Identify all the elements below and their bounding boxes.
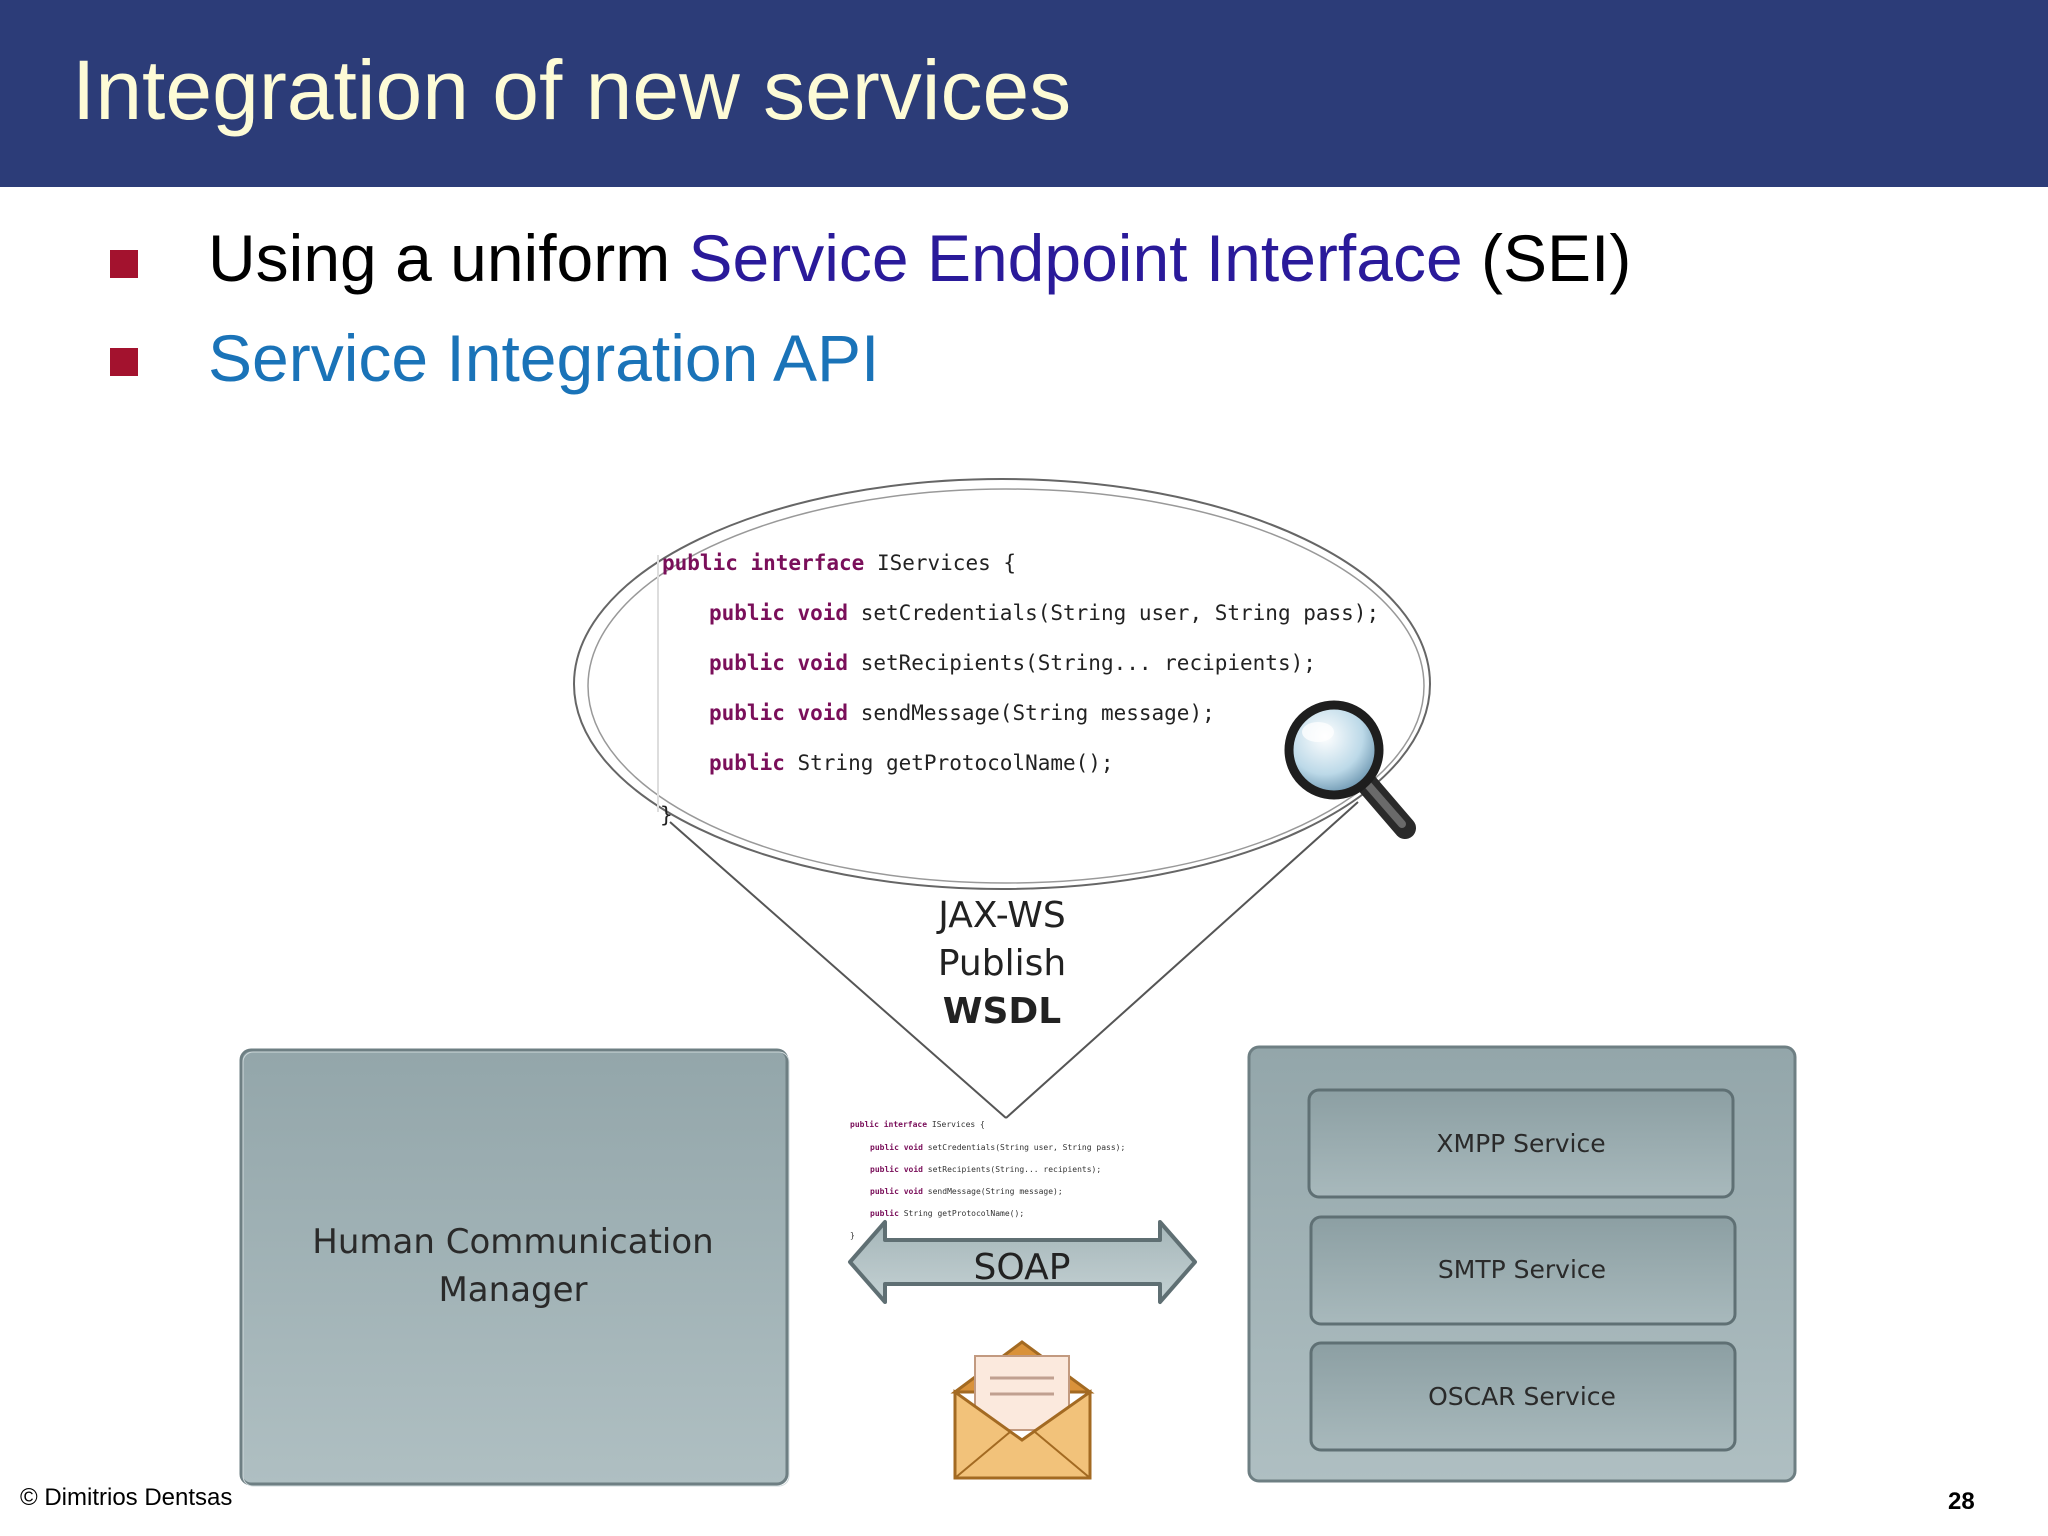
code-line: public void sendMessage(String message); [709,701,1215,725]
human-communication-manager: Human Communication Manager [239,1048,790,1487]
snippet-closing-brace: } [850,1231,855,1240]
code-line: public void setCredentials(String user, … [709,601,1379,625]
publish-line-jaxws: JAX-WS [936,895,1065,936]
code-line: public String getProtocolName(); [709,751,1114,775]
soap-arrow: SOAP [848,1220,1197,1304]
services-container: XMPP Service SMTP Service OSCAR Service [1247,1045,1797,1483]
snippet-line: public interface IServices { [850,1119,985,1129]
code-snippet-small: public interface IServices { public void… [850,1119,1125,1240]
bullet-suffix: (SEI) [1462,221,1632,295]
service-xmpp: XMPP Service [1307,1088,1735,1199]
bullet-item-api: Service Integration API [208,321,880,395]
bullet-marker [110,250,138,278]
service-smtp: SMTP Service [1309,1215,1737,1326]
publish-line-publish: Publish [938,943,1066,984]
magnifier-icon [1284,700,1416,839]
soap-label: SOAP [974,1247,1071,1288]
hcm-label-line1: Human Communication [312,1222,713,1262]
snippet-line: public void setCredentials(String user, … [870,1142,1125,1152]
code-line: public interface IServices { [662,551,1016,575]
code-bubble [573,478,1431,1119]
bullet-prefix: Using a uniform [208,221,689,295]
service-smtp-label: SMTP Service [1438,1255,1606,1284]
code-line: public void setRecipients(String... reci… [709,651,1316,675]
service-oscar-label: OSCAR Service [1428,1382,1616,1411]
snippet-line: public void setRecipients(String... reci… [870,1164,1101,1174]
snippet-line: public void sendMessage(String message); [870,1186,1063,1196]
service-oscar: OSCAR Service [1309,1341,1737,1452]
bullet-highlight: Service Endpoint Interface [688,221,1463,295]
code-block: public interface IServices { public void… [660,551,1379,827]
code-closing-brace: } [660,803,673,827]
title-bar [0,0,2048,187]
publish-label: JAX-WS Publish WSDL [936,895,1066,1032]
bullet-marker [110,348,138,376]
snippet-line: public String getProtocolName(); [870,1208,1024,1218]
bullet-item-sei: Using a uniform Service Endpoint Interfa… [208,225,1631,291]
slide-title: Integration of new services [72,43,1072,137]
envelope-icon [950,1340,1095,1480]
page-number: 28 [1948,1488,1975,1515]
footer-copyright: © Dimitrios Dentsas [20,1484,233,1511]
hcm-label-line2: Manager [438,1270,587,1310]
service-xmpp-label: XMPP Service [1436,1129,1605,1158]
publish-line-wsdl: WSDL [943,991,1061,1032]
